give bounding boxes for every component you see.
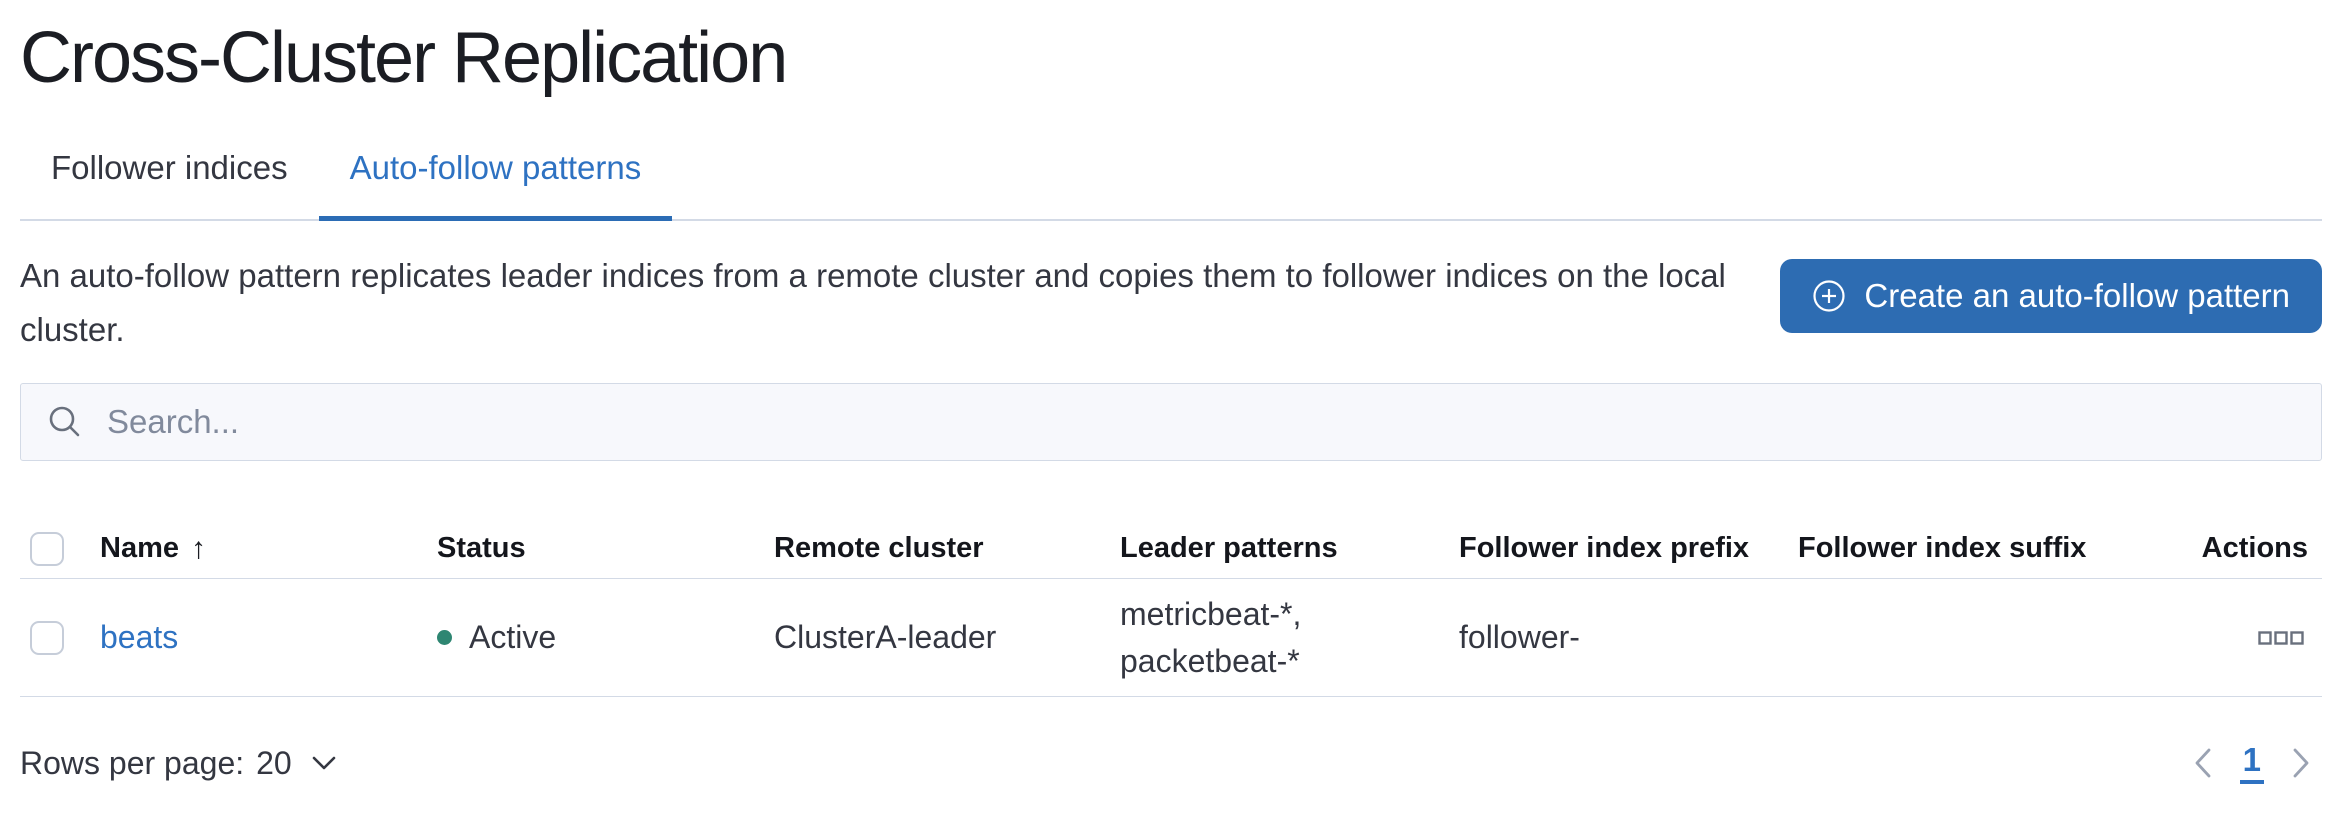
- leader-pattern-line: packetbeat-*: [1120, 642, 1300, 679]
- column-header-follower-index-suffix: Follower index suffix: [1798, 532, 2087, 564]
- status-active-dot-icon: [437, 630, 452, 645]
- pagination: 1: [2190, 742, 2322, 784]
- row-select-checkbox[interactable]: [30, 620, 64, 655]
- cell-status: Active: [437, 619, 774, 656]
- rows-per-page-value: 20: [256, 744, 292, 781]
- search-bar: [20, 383, 2322, 461]
- column-header-name[interactable]: Name ↑: [100, 532, 437, 566]
- cell-actions: [2254, 627, 2322, 649]
- next-page-button[interactable]: [2288, 744, 2314, 782]
- cell-name: beats: [100, 619, 437, 656]
- rows-per-page-label: Rows per page:: [20, 744, 245, 781]
- cell-remote-cluster: ClusterA-leader: [774, 619, 997, 655]
- page-title: Cross-Cluster Replication: [20, 18, 788, 98]
- rows-per-page-button[interactable]: Rows per page: 20: [20, 745, 336, 782]
- select-all-checkbox[interactable]: [30, 531, 64, 566]
- previous-page-button[interactable]: [2190, 744, 2216, 782]
- sort-ascending-arrow-icon: ↑: [191, 531, 206, 565]
- header-checkbox-cell: [20, 531, 100, 566]
- column-header-actions: Actions: [2201, 532, 2308, 564]
- tab-follower-indices[interactable]: Follower indices: [20, 148, 319, 219]
- chevron-right-icon: [2292, 748, 2310, 778]
- column-header-status: Status: [437, 532, 526, 564]
- row-checkbox-cell: [20, 620, 100, 655]
- search-icon: [47, 404, 83, 440]
- cell-leader-patterns: metricbeat-*, packetbeat-*: [1120, 591, 1459, 685]
- tab-bar: Follower indices Auto-follow patterns: [20, 148, 2322, 221]
- status-label: Active: [469, 619, 557, 655]
- cell-follower-index-prefix: follower-: [1459, 619, 1580, 655]
- page-description: An auto-follow pattern replicates leader…: [20, 257, 1726, 348]
- auto-follow-patterns-table: Name ↑ Status Remote cluster Leader patt…: [20, 519, 2322, 697]
- cross-cluster-replication-page: Cross-Cluster Replication Follower indic…: [0, 14, 2336, 787]
- plus-in-circle-icon: [1812, 279, 1846, 313]
- page-number-1-button[interactable]: 1: [2239, 742, 2264, 784]
- create-button-label: Create an auto-follow pattern: [1864, 277, 2290, 314]
- tab-auto-follow-patterns[interactable]: Auto-follow patterns: [318, 148, 673, 221]
- create-auto-follow-pattern-button[interactable]: Create an auto-follow pattern: [1780, 259, 2322, 333]
- leader-pattern-line: metricbeat-*,: [1120, 595, 1302, 632]
- row-actions-button[interactable]: [2254, 627, 2308, 649]
- table-row: beats Active ClusterA-leader metricbeat-…: [20, 579, 2322, 697]
- column-header-follower-index-prefix: Follower index prefix: [1459, 532, 1750, 564]
- table-header-row: Name ↑ Status Remote cluster Leader patt…: [20, 519, 2322, 579]
- chevron-down-icon: [304, 756, 336, 770]
- column-header-name-label: Name: [100, 532, 179, 564]
- boxes-horizontal-icon: [2258, 630, 2304, 645]
- intro-row: An auto-follow pattern replicates leader…: [20, 249, 2322, 357]
- table-footer: Rows per page: 20 1: [20, 739, 2322, 787]
- search-input[interactable]: [105, 402, 2321, 442]
- column-header-leader-patterns: Leader patterns: [1120, 532, 1338, 564]
- column-header-remote-cluster: Remote cluster: [774, 532, 984, 564]
- chevron-left-icon: [2194, 748, 2212, 778]
- pattern-name-link[interactable]: beats: [100, 619, 179, 655]
